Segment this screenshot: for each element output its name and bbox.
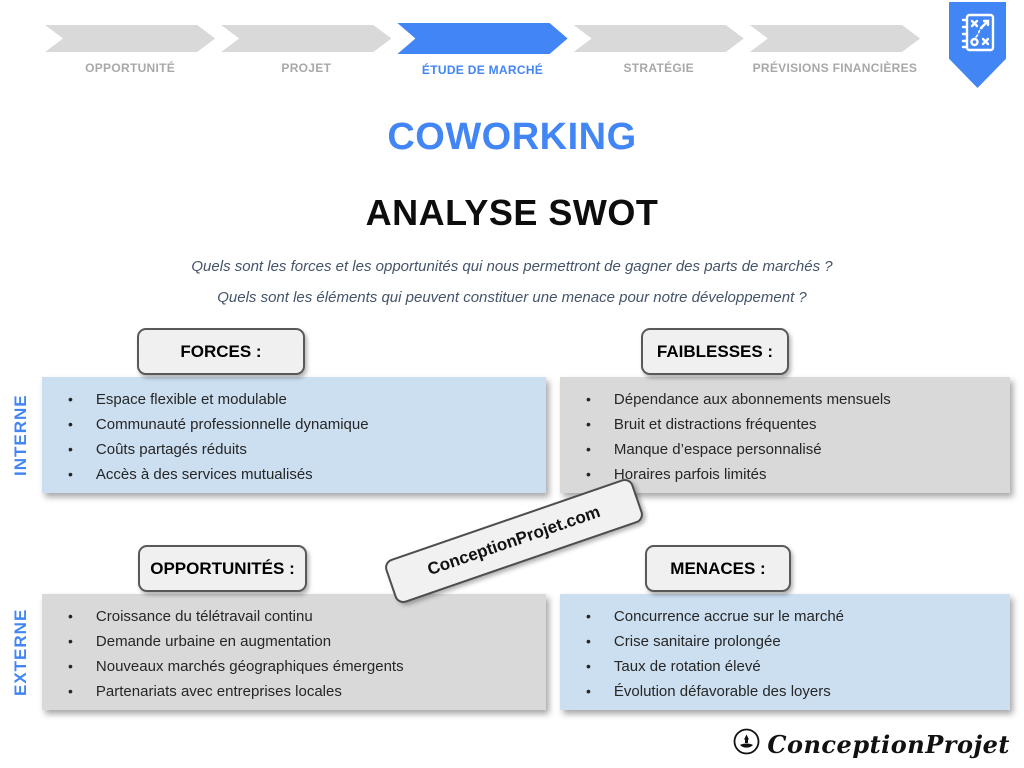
forces-panel: Espace flexible et modulable Communauté … [42,377,546,493]
list-item: Bruit et distractions fréquentes [560,412,1010,437]
step-projet: PROJET [221,25,391,77]
list-item: Partenariats avec entreprises locales [42,679,546,704]
strategy-plan-icon [959,11,997,60]
chevron-shape [750,25,920,52]
page-subtitle: ANALYSE SWOT [365,192,659,233]
faiblesses-header: FAIBLESSES : [641,328,789,375]
list-item: Espace flexible et modulable [42,387,546,412]
forces-list: Espace flexible et modulable Communauté … [42,377,546,487]
list-item: Concurrence accrue sur le marché [560,604,1010,629]
step-label: PRÉVISIONS FINANCIÈRES [752,61,918,75]
process-stepper: OPPORTUNITÉ PROJET ÉTUDE DE MARCHÉ STRAT… [45,25,920,77]
chevron-shape [574,25,744,52]
step-label: PROJET [281,61,332,75]
axis-label-interne: INTERNE [11,394,30,476]
step-label: OPPORTUNITÉ [85,61,176,75]
question-line-1: Quels sont les forces et les opportunité… [191,258,833,275]
list-item: Demande urbaine en augmentation [42,629,546,654]
footer-logo: ConceptionProjet [733,728,1010,760]
step-etude-de-marche-active: ÉTUDE DE MARCHÉ [397,25,567,77]
menaces-list: Concurrence accrue sur le marché Crise s… [560,594,1010,704]
menaces-header: MENACES : [645,545,791,592]
hand-rocket-logo-icon [733,728,760,760]
step-label: STRATÉGIE [623,61,694,75]
opportunites-panel: Croissance du télétravail continu Demand… [42,594,546,710]
list-item: Communauté professionnelle dynamique [42,412,546,437]
chevron-shape [45,25,215,52]
footer-logo-text: ConceptionProjet [767,729,1010,759]
watermark-banner: ConceptionProjet.com [382,476,646,606]
list-item: Horaires parfois limités [560,462,1010,487]
chevron-shape [221,25,391,52]
list-item: Dépendance aux abonnements mensuels [560,387,1010,412]
axis-label-externe: EXTERNE [11,608,30,696]
forces-header: FORCES : [137,328,305,375]
step-previsions-financieres: PRÉVISIONS FINANCIÈRES [750,25,920,77]
faiblesses-list: Dépendance aux abonnements mensuels Brui… [560,377,1010,487]
question-line-2: Quels sont les éléments qui peuvent cons… [217,289,807,306]
step-label: ÉTUDE DE MARCHÉ [421,63,544,77]
list-item: Coûts partagés réduits [42,437,546,462]
opportunites-list: Croissance du télétravail continu Demand… [42,594,546,704]
list-item: Évolution défavorable des loyers [560,679,1010,704]
list-item: Taux de rotation élevé [560,654,1010,679]
chevron-shape [397,23,567,54]
list-item: Nouveaux marchés géographiques émergents [42,654,546,679]
page-title: COWORKING [387,116,637,158]
corner-ribbon-badge [949,2,1006,88]
list-item: Croissance du télétravail continu [42,604,546,629]
list-item: Accès à des services mutualisés [42,462,546,487]
step-opportunite: OPPORTUNITÉ [45,25,215,77]
menaces-panel: Concurrence accrue sur le marché Crise s… [560,594,1010,710]
opportunites-header: OPPORTUNITÉS : [138,545,307,592]
list-item: Crise sanitaire prolongée [560,629,1010,654]
step-strategie: STRATÉGIE [574,25,744,77]
faiblesses-panel: Dépendance aux abonnements mensuels Brui… [560,377,1010,493]
list-item: Manque d’espace personnalisé [560,437,1010,462]
